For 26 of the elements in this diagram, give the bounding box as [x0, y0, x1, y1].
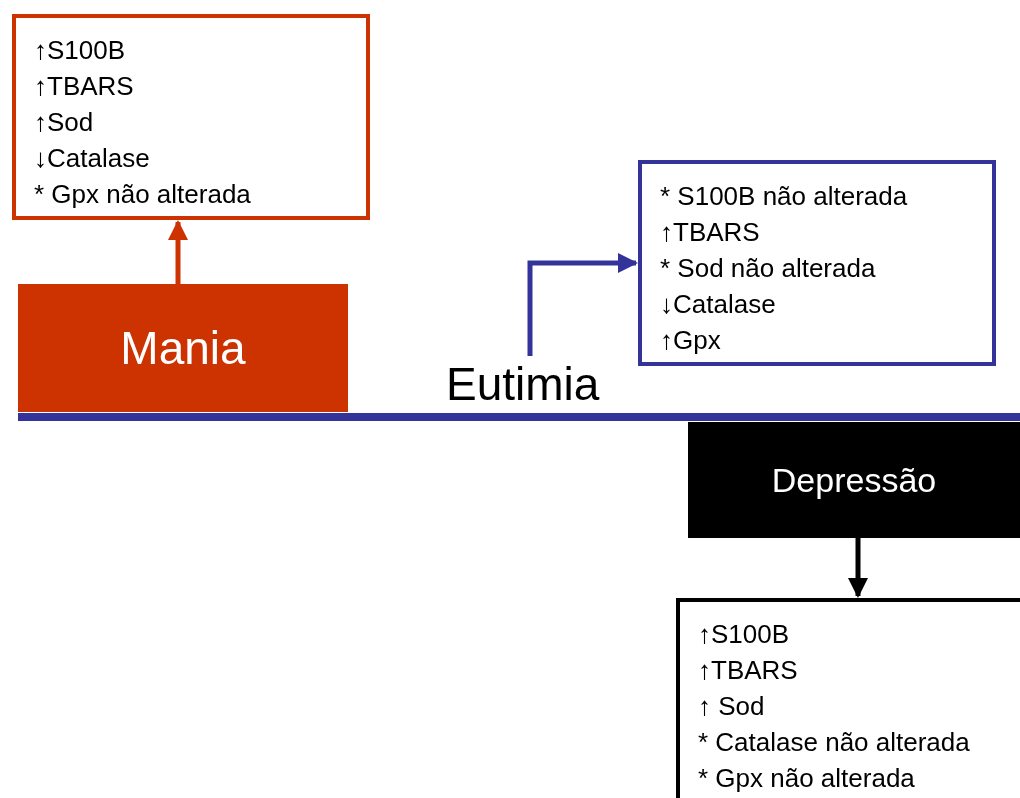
finding-text: ↑ Sod	[698, 690, 765, 723]
finding-text: ↑S100B	[34, 34, 126, 67]
finding-text: * Gpx não alterada	[34, 178, 251, 211]
finding-text: ↑TBARS	[660, 216, 760, 249]
finding-text: ↓Catalase	[660, 288, 776, 321]
findings-box	[676, 598, 1020, 798]
finding-text: ↑TBARS	[698, 654, 798, 687]
finding-text: ↑Gpx	[660, 324, 721, 357]
finding-text: ↑TBARS	[34, 70, 134, 103]
arrow	[527, 253, 638, 356]
finding-text: * Catalase não alterada	[698, 726, 970, 759]
phase-label: Eutimia	[446, 356, 600, 412]
phase-block	[688, 422, 1020, 538]
phase-name: Mania	[120, 321, 246, 375]
phase-block	[18, 284, 348, 412]
phase-name: Depressão	[771, 460, 937, 500]
finding-text: ↑S100B	[698, 618, 790, 651]
findings-box	[638, 160, 996, 366]
arrow	[168, 220, 188, 284]
findings-box	[12, 14, 370, 220]
finding-text: ↓Catalase	[34, 142, 150, 175]
finding-text: ↑Sod	[34, 106, 94, 139]
finding-text: * S100B não alterada	[660, 180, 908, 213]
finding-text: * Sod não alterada	[660, 252, 876, 285]
finding-text: * Gpx não alterada	[698, 762, 915, 795]
arrow	[848, 538, 868, 598]
